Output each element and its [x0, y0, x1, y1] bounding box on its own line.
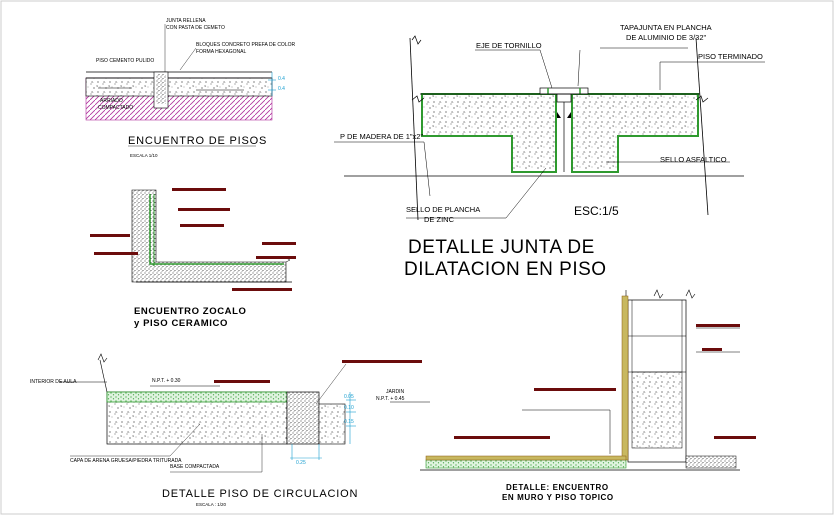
dim-d3: 0.15	[344, 419, 354, 425]
dim-d2: 0.10	[344, 405, 354, 411]
label-jardin: JARDIN	[386, 389, 405, 395]
label-redacted	[534, 388, 616, 391]
label-redacted	[214, 380, 270, 383]
label-redacted	[178, 208, 230, 211]
label-base: BASE COMPACTADA	[170, 464, 220, 470]
label-con-pasta: CON PASTA DE CEMETO	[166, 25, 225, 31]
circulacion-title: DETALLE PISO DE CIRCULACION	[162, 488, 359, 500]
label-tapajunta: TAPAJUNTA EN PLANCHA	[620, 23, 712, 32]
label-redacted	[714, 436, 756, 439]
label-piso-terminado: PISO TERMINADO	[698, 52, 763, 61]
label-bloques: BLOQUES CONCRETO PREFA DE COLOR	[196, 42, 296, 48]
label-capa: CAPA DE ARENA GRUESA/PIEDRA TRITURADA	[70, 458, 182, 464]
label-madera: P DE MADERA DE 1"x2"	[340, 132, 424, 141]
label-redacted	[342, 360, 422, 363]
label-sello-asfaltico: SELLO ASFALTICO	[660, 155, 727, 164]
label-npt2: N.P.T. + 0.45	[376, 396, 405, 402]
label-sello-plancha: SELLO DE PLANCHA	[406, 205, 481, 214]
muro-title-line2: EN MURO Y PISO TOPICO	[502, 493, 614, 502]
label-redacted	[90, 234, 130, 237]
label-redacted	[232, 288, 292, 291]
main-title-line2: DILATACION EN PISO	[404, 259, 607, 280]
encuentro-pisos-scale: ESCALA 1/10	[130, 153, 158, 158]
label-redacted	[180, 224, 224, 227]
muro-title-line1: DETALLE: ENCUENTRO	[506, 483, 609, 492]
dim-2: 0.4	[278, 86, 285, 92]
label-redacted	[702, 348, 722, 351]
label-redacted	[172, 188, 226, 191]
label-compactado: COMPACTADO	[98, 105, 134, 111]
zocalo-title-line1: ENCUENTRO ZOCALO	[134, 306, 247, 317]
dim-1: 0.4	[278, 76, 285, 82]
label-eje-tornillo: EJE DE TORNILLO	[476, 41, 542, 50]
label-piso-cemento: PISO CEMENTO PULIDO	[96, 58, 155, 64]
label-tapajunta-2: DE ALUMINIO DE 3/32"	[626, 33, 707, 42]
circulacion-scale: ESCALA : 1/20	[196, 502, 227, 507]
label-npt1: N.P.T. + 0.30	[152, 378, 181, 384]
label-redacted	[262, 242, 296, 245]
zocalo-detail	[131, 189, 292, 283]
muro-detail	[420, 289, 740, 471]
encuentro-pisos-title: ENCUENTRO DE PISOS	[128, 135, 268, 147]
label-forma: FORMA HEXAGONAL	[196, 49, 247, 55]
zocalo-title-line2: y PISO CERAMICO	[134, 318, 228, 329]
label-interior: INTERIOR DE AULA	[30, 379, 77, 385]
label-sello-plancha-2: DE ZINC	[424, 215, 454, 224]
label-arriado: ARRIADO	[100, 98, 123, 104]
label-redacted	[256, 256, 296, 259]
label-redacted	[696, 324, 740, 327]
label-redacted	[454, 436, 550, 439]
label-junta-rellena: JUNTA RELLENA	[166, 18, 206, 24]
label-redacted	[94, 252, 138, 255]
encuentro-pisos-detail	[85, 24, 276, 147]
circulacion-detail	[60, 353, 430, 473]
junta-dilatacion-detail	[334, 35, 765, 221]
main-title-line1: DETALLE JUNTA DE	[408, 237, 595, 258]
main-scale: ESC:1/5	[574, 204, 619, 218]
dim-d1: 0.05	[344, 394, 354, 400]
dim-d4: 0.25	[296, 460, 306, 466]
